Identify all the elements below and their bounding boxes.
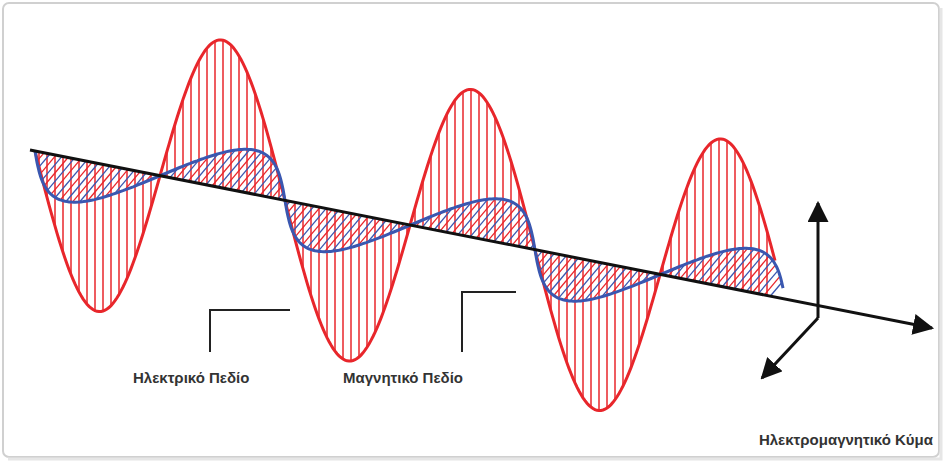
hatch-line (630, 269, 632, 368)
hatch-line (764, 276, 780, 295)
field-label: Μαγνητικό Πεδίο (343, 369, 463, 387)
vertical-axis-arrow (817, 203, 820, 318)
hatch-line (752, 265, 776, 293)
hatch-line (40, 155, 56, 174)
hatch-line (110, 166, 112, 306)
hatch-line (72, 165, 104, 202)
frame (3, 3, 939, 457)
field-label: Ηλεκτρικό Πεδίο (133, 369, 249, 387)
hatch-line (326, 209, 328, 338)
frame-shadow (8, 8, 941, 459)
field-label: Ηλεκτρομαγνητικό Κύμα (759, 431, 933, 449)
hatch-line (559, 261, 590, 298)
hatch-line (66, 164, 98, 202)
hatch-line (770, 283, 782, 297)
hatch-line (44, 158, 68, 186)
hatch-line (500, 214, 525, 243)
hatch-line (486, 102, 488, 240)
hatch-line (47, 159, 74, 191)
hatch-line (230, 45, 232, 190)
hatch-line (518, 231, 531, 247)
hatch-line (734, 149, 736, 290)
hatch-line (374, 218, 376, 332)
hatch-line (710, 143, 712, 285)
hatch-line (230, 152, 261, 189)
hatch-line (470, 89, 472, 237)
hatch-line (246, 72, 248, 193)
hatch-line (126, 169, 128, 278)
hatch-line (102, 165, 104, 312)
hatch-line (462, 92, 464, 236)
hatch-line (182, 99, 184, 180)
hatch-line (702, 153, 704, 284)
hatch-line (206, 48, 208, 185)
hatch-line (544, 256, 567, 283)
hatch-line (574, 258, 576, 383)
hatch-line (564, 262, 596, 300)
hatch-line (289, 204, 302, 220)
hatch-line (622, 267, 624, 386)
leader-line (462, 292, 516, 352)
hatch-line (312, 212, 344, 250)
hatch-line (502, 137, 504, 244)
hatch-line (218, 150, 250, 188)
hatch-line (118, 168, 120, 295)
hatch-line (86, 161, 88, 304)
hatch-line (606, 264, 608, 408)
hatch-line (550, 259, 578, 293)
hatch-line (694, 168, 696, 282)
depth-axis-arrow (762, 318, 818, 378)
hatch-line (38, 154, 50, 168)
hatch-line (134, 171, 136, 258)
hatch-line (494, 209, 521, 242)
hatch-line (470, 199, 502, 237)
propagation-axis (30, 150, 932, 328)
electric-field-hatch (39, 40, 767, 410)
hatch-line (248, 163, 274, 194)
hatch-line (342, 212, 344, 359)
hatch-line (728, 251, 760, 289)
hatch-line (476, 201, 508, 239)
hatch-line (614, 266, 616, 400)
hatch-line (716, 248, 748, 285)
hatch-line (746, 260, 773, 292)
hatch-line (299, 209, 326, 242)
hatch-line (686, 187, 688, 280)
hatch-line (242, 158, 270, 192)
hatch-line (546, 257, 572, 288)
hatch-line (60, 162, 92, 200)
hatch-line (570, 263, 602, 301)
hatch-line (254, 93, 256, 194)
hatch-line (582, 260, 584, 398)
hatch-line (722, 249, 754, 287)
hatch-line (70, 158, 72, 274)
hatch-line (254, 168, 277, 195)
hatch-line (766, 231, 768, 296)
hatch-line (287, 203, 296, 213)
hatch-line (512, 225, 530, 246)
hatch-line (266, 179, 281, 196)
hatch-line (295, 207, 320, 236)
hatch-line (318, 213, 350, 251)
hatch-line (198, 61, 200, 184)
hatch-line (291, 205, 309, 226)
hatch-line (190, 78, 192, 182)
hatch-line (539, 254, 554, 271)
leader-line (210, 310, 290, 352)
hatch-line (224, 150, 256, 188)
hatch-line (78, 160, 80, 292)
